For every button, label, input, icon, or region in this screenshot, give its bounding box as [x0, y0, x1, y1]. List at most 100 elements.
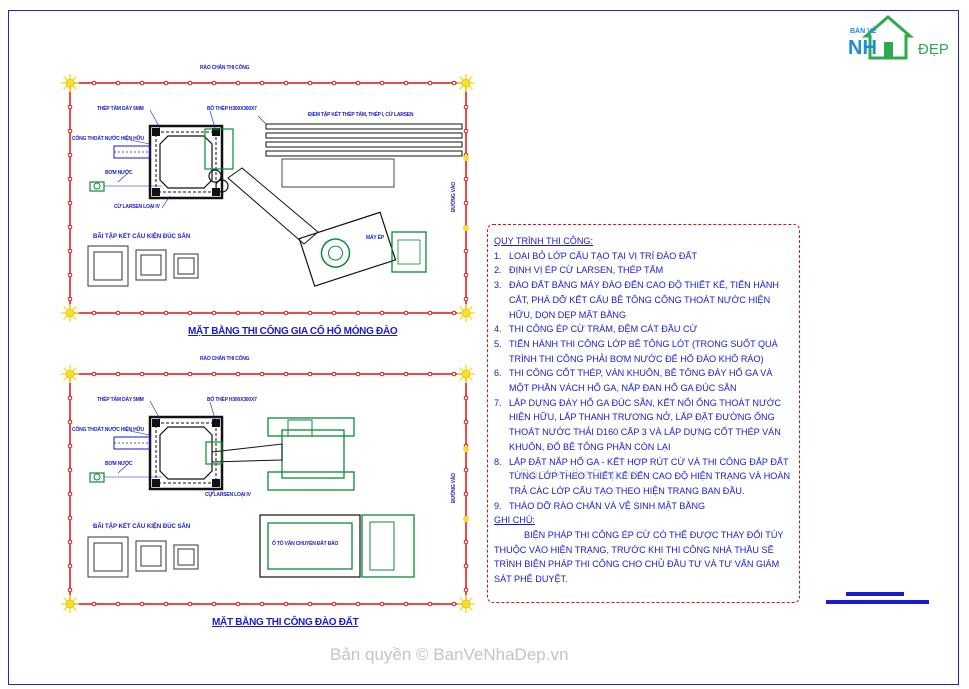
- leader-line: [209, 401, 216, 420]
- fence-post: [211, 371, 217, 377]
- warning-lamp-icon: [61, 74, 79, 92]
- procedure-step: 6.THI CÔNG CỐT THÉP, VÁN KHUÔN, BÊ TÔNG …: [494, 366, 793, 395]
- bottom-steel-label: BỐ THÉP H300X300X7: [207, 397, 257, 403]
- watermark: Bản quyền © BanVeNhaDep.vn: [330, 645, 569, 664]
- construction-procedure-notes: QUY TRÌNH THI CÔNG: 1.LOẠI BỎ LỚP CẤU TẠ…: [487, 224, 800, 603]
- leader-line: [117, 463, 129, 474]
- fence-post: [163, 371, 169, 377]
- fence-post: [163, 310, 169, 316]
- fence-post: [451, 371, 457, 377]
- logo: BẢN VẼ NH ĐẸP: [848, 14, 958, 66]
- fence-post: [67, 563, 73, 569]
- fence-post: [463, 467, 469, 473]
- fence-post: [427, 310, 433, 316]
- fence-post: [211, 310, 217, 316]
- logo-nh: NH: [848, 37, 877, 59]
- fence-post: [67, 200, 73, 206]
- fence-post: [451, 601, 457, 607]
- truck-bed: [259, 514, 361, 578]
- leader-line: [129, 430, 151, 436]
- fence-post: [463, 104, 469, 110]
- fence-post: [331, 310, 337, 316]
- excavator-bucket: [205, 441, 223, 465]
- fence-post: [463, 539, 469, 545]
- fence-post: [463, 491, 469, 497]
- fence-post: [355, 601, 361, 607]
- lamp-core: [461, 599, 471, 609]
- top-plan-title: MẶT BẰNG THI CÔNG GIA CỐ HỐ MÓNG ĐÀO: [188, 326, 398, 337]
- step-number: 8.: [494, 456, 502, 467]
- press-roller: [208, 169, 222, 183]
- step-text: LẮP ĐẶT NẮP HỐ GA - KẾT HỢP RÚT CỪ VÀ TH…: [509, 456, 791, 496]
- precast-cover-inner: [177, 548, 195, 566]
- fence-post: [463, 128, 469, 134]
- fence-post: [115, 80, 121, 86]
- leader-line: [149, 400, 161, 420]
- plate-stockpile: [281, 158, 395, 188]
- fence-post: [235, 80, 241, 86]
- larsen-pile-ring: [155, 131, 217, 193]
- warning-lamp-icon: [457, 74, 475, 92]
- fence-post: [91, 80, 97, 86]
- precast-wall-outer: [135, 249, 167, 281]
- side-lamp: [463, 516, 469, 522]
- water-pump-icon: [89, 181, 162, 192]
- plan-top-graphics: [61, 74, 475, 322]
- sheet-pile-wall: [148, 415, 224, 491]
- lamp-core: [65, 308, 75, 318]
- precast-wall-outer: [135, 540, 167, 572]
- fence-post: [235, 310, 241, 316]
- warning-lamp-icon: [61, 304, 79, 322]
- corner-post: [152, 188, 160, 196]
- house-logo-icon: [861, 15, 915, 60]
- fence-post: [67, 296, 73, 302]
- sheet-pile-wall: [148, 124, 224, 200]
- warning-lamp-icon: [457, 304, 475, 322]
- machine-turret-inner: [327, 245, 343, 261]
- fence-post: [67, 395, 73, 401]
- fence-post: [283, 371, 289, 377]
- fence-post: [283, 601, 289, 607]
- fence-post: [463, 395, 469, 401]
- corner-post: [212, 188, 220, 196]
- leader-line: [149, 109, 161, 129]
- fence-post: [187, 80, 193, 86]
- lamp-core: [65, 599, 75, 609]
- fence-post: [67, 467, 73, 473]
- fence-post: [463, 176, 469, 182]
- fence-post: [331, 371, 337, 377]
- pump-wheel: [93, 182, 101, 190]
- steel-brace: [159, 135, 213, 189]
- side-lamp: [463, 225, 469, 231]
- leader-line: [117, 172, 129, 183]
- excavator-track-top: [267, 417, 355, 437]
- pump-body: [89, 181, 105, 192]
- fence-post: [463, 248, 469, 254]
- procedure-step: 2.ĐỊNH VỊ ÉP CỪ LARSEN, THÉP TẤM: [494, 263, 793, 278]
- press-arm: [227, 167, 319, 245]
- procedure-step: 5.TIẾN HÀNH THI CÔNG LỚP BÊ TÔNG LÓT (TR…: [494, 337, 793, 366]
- fence-post: [283, 80, 289, 86]
- procedure-step: 1.LOẠI BỎ LỚP CẤU TẠO TẠI VỊ TRÍ ĐÀO ĐẤT: [494, 249, 793, 264]
- fence-post: [379, 371, 385, 377]
- fence-post: [67, 272, 73, 278]
- scale-bar: [826, 592, 929, 604]
- steel-brace: [159, 426, 213, 480]
- note-heading: GHI CHÚ:: [494, 515, 535, 526]
- fence-post: [163, 601, 169, 607]
- fence-post: [463, 587, 469, 593]
- top-fence-label: RÀO CHẮN THI CÔNG: [200, 65, 250, 71]
- bottom-sheet-pile-label: THÉP TẤM DÀY 5MM: [97, 397, 144, 403]
- note-text: BIỆN PHÁP THI CÔNG ÉP CỪ CÓ THỂ ĐƯỢC THA…: [494, 530, 784, 585]
- bottom-road-label: ĐƯỜNG VÀO: [451, 473, 457, 503]
- drawing-frame: [8, 10, 959, 685]
- fence-post: [463, 296, 469, 302]
- leader-line: [209, 488, 216, 498]
- excavator-track-bottom: [267, 471, 355, 491]
- fence-post: [307, 601, 313, 607]
- step-number: 1.: [494, 250, 502, 261]
- truck-cab: [361, 514, 415, 578]
- fence-post: [67, 152, 73, 158]
- fence-post: [115, 601, 121, 607]
- fence-post: [427, 80, 433, 86]
